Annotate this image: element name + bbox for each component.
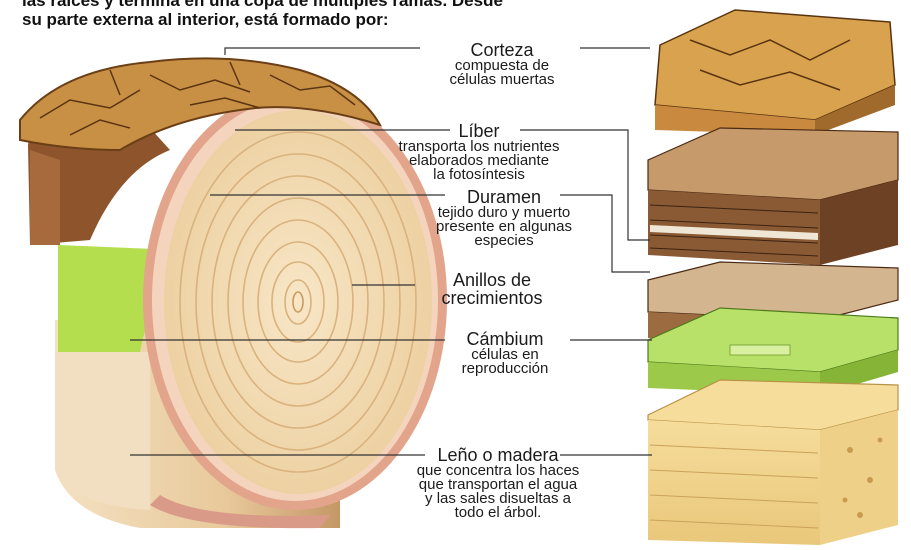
label-anillos: Anillos de crecimientos (412, 271, 572, 307)
leno-desc-4: todo el árbol. (454, 504, 542, 521)
bark-cracks (39, 61, 356, 136)
leno-title: Leño o madera (437, 445, 559, 465)
duramen-desc-1: tejido duro y muerto (437, 204, 571, 221)
leno-desc-3: y las sales disueltas a (425, 490, 571, 507)
label-liber: Líber transporta los nutrientes elaborad… (368, 122, 590, 182)
label-duramen: Duramen tejido duro y muerto presente en… (404, 188, 604, 248)
leader-liber-right (520, 129, 650, 241)
leno-desc-2: que transportan el agua (418, 476, 578, 493)
wood-face (164, 110, 432, 494)
leader-lines (130, 47, 652, 456)
bark-block (654, 9, 896, 135)
anillos-line-1: Anillos de (452, 270, 532, 290)
intro-text: las raíces y termina en una copa de múlt… (22, 0, 503, 29)
cambium-desc-1: células en (471, 346, 539, 363)
growth-rings (179, 131, 417, 473)
leader-duramen-right (560, 194, 650, 273)
liber-desc-3: la fotosíntesis (433, 166, 525, 183)
anillos-line-2: crecimientos (441, 288, 543, 308)
intro-line-1: las raíces y termina en una copa de múlt… (22, 0, 503, 10)
liber-block (647, 127, 899, 265)
layer-blocks (647, 9, 899, 545)
trunk-face-side (55, 352, 150, 510)
trunk-cutaway (19, 57, 447, 529)
duramen-title: Duramen (466, 187, 542, 207)
corteza-desc-1: compuesta de (454, 57, 550, 74)
cambium-title: Cámbium (466, 329, 544, 349)
duramen-desc-2: presente en algunas (436, 218, 572, 235)
liber-desc-1: transporta los nutrientes (398, 138, 560, 155)
wood-block (647, 379, 899, 545)
liber-desc-2: elaborados mediante (408, 152, 550, 169)
liber-title: Líber (458, 121, 500, 141)
corteza-title: Corteza (470, 40, 534, 60)
leno-desc-1: que concentra los haces (416, 462, 580, 479)
label-leno: Leño o madera que concentra los haces qu… (388, 446, 608, 520)
label-cambium: Cámbium células en reproducción (430, 330, 580, 376)
intro-line-2: su parte externa al interior, está forma… (22, 10, 389, 29)
label-corteza: Corteza compuesta de células muertas (418, 41, 586, 87)
duramen-desc-3: especies (474, 232, 534, 249)
corteza-desc-2: células muertas (449, 71, 555, 88)
trunk-bottom-rim (150, 495, 330, 529)
bark-top (19, 57, 383, 152)
cambium-desc-2: reproducción (461, 360, 549, 377)
leader-corteza (224, 47, 420, 55)
